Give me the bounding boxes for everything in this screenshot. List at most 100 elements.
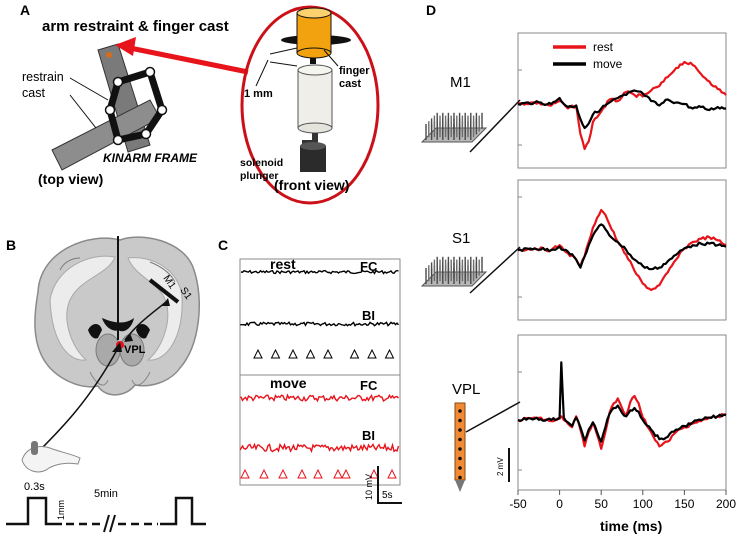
solenoid-plunger-drawing (300, 133, 326, 172)
region-label-vpl: VPL (452, 381, 480, 398)
region-label-m1: M1 (450, 74, 471, 91)
x-tick-label: -50 (509, 497, 527, 511)
trace-vpl-rest (517, 394, 727, 450)
vpl-connector (465, 401, 521, 433)
stimulus-marker (349, 348, 360, 359)
red-arrow-head (115, 37, 136, 56)
trace-vpl-move (517, 361, 727, 443)
x-tick-label: 200 (716, 497, 736, 511)
stimulus-marker (367, 348, 377, 359)
linear-probe-vpl (454, 402, 466, 492)
solenoid-label: solenoid (240, 157, 283, 169)
stimulus-marker (313, 468, 323, 479)
kinarm-label: KINARM FRAME (103, 151, 198, 165)
rest-bi-trace (240, 321, 400, 327)
stimulus-marker (253, 348, 263, 359)
move-fc-trace (240, 393, 400, 403)
rest-stimulus-markers (253, 348, 395, 359)
cast-pointer (69, 94, 97, 129)
trace-m1-rest (517, 60, 727, 151)
afferent-arrow (39, 347, 119, 451)
stimulus-marker (305, 348, 316, 359)
x-tick-label: 50 (595, 497, 609, 511)
finger-cast-drawing (281, 7, 351, 64)
stimulus-marker (288, 348, 298, 359)
panel-d-xlabel: time (ms) (600, 518, 662, 534)
trace-m1-move (517, 89, 727, 130)
x-tick-label: 150 (674, 497, 694, 511)
mm-pointer-bottom (269, 61, 298, 67)
move-trace-box (239, 374, 401, 486)
stimulus-marker (278, 468, 288, 479)
move-bi-label: BI (362, 428, 375, 443)
restrain-label: restrain (22, 70, 64, 84)
stimulus-marker (387, 468, 397, 479)
cortex-array-bar (148, 278, 180, 304)
x-tick-label: 100 (633, 497, 653, 511)
panel-c-letter: C (218, 237, 228, 253)
interval-label: 5min (94, 488, 118, 500)
scale-time-label: 5s (382, 490, 393, 501)
restrain-pointer (69, 77, 109, 101)
stimulus-marker (369, 468, 379, 479)
panel-d-traces (517, 60, 727, 450)
finger-cast-label: cast (339, 78, 361, 90)
hand-drawing (21, 441, 81, 473)
stimulus-marker (297, 468, 307, 479)
finger-label: finger (339, 65, 370, 77)
mm-label: 1 mm (244, 88, 273, 100)
scale-voltage-label: 10 mV (364, 474, 374, 500)
move-label: move (270, 375, 307, 391)
rest-bi-label: BI (362, 308, 375, 323)
vpl-label: VPL (124, 344, 146, 356)
thalamocortical-arrow-head (162, 298, 170, 306)
panel-d-y-ticks (518, 69, 522, 471)
vpl-plot-frame (517, 334, 727, 491)
rest-fc-trace (240, 269, 399, 275)
s1-connector (469, 246, 521, 294)
top-view-label: (top view) (38, 171, 103, 187)
afferent-arrow-head (112, 342, 122, 352)
stimulus-marker (384, 348, 395, 359)
move-stimulus-markers (240, 468, 397, 479)
plunger-label: plunger (240, 170, 279, 182)
pulse-duration-label: 0.3s (24, 481, 45, 493)
front-view-label: (front view) (274, 177, 349, 193)
red-arrow-shaft (129, 45, 249, 75)
kinarm-frame-drawing (51, 43, 168, 171)
legend-rest-label: rest (593, 40, 614, 54)
corticothalamic-arrow-head (124, 333, 133, 342)
rest-label: rest (270, 256, 296, 272)
stimulus-marker (323, 348, 333, 359)
cast-label: cast (22, 86, 45, 100)
front-view-oval (240, 5, 380, 205)
move-bi-trace (240, 442, 400, 454)
trace-s1-move (517, 223, 727, 271)
legend-move-label: move (593, 57, 623, 71)
mm-pointer-top (269, 47, 298, 55)
stimulus-marker (341, 468, 351, 479)
move-fc-label: FC (360, 378, 378, 393)
m1-connector (469, 99, 521, 153)
stimulus-marker (259, 468, 269, 479)
m1-plot-frame (517, 32, 727, 169)
utah-array-m1 (420, 112, 488, 143)
panel-a-title: arm restraint & finger cast (42, 18, 229, 35)
stimulus-marker (270, 348, 281, 359)
panel-b-letter: B (6, 237, 16, 253)
rest-fc-label: FC (360, 259, 378, 274)
finger-cast-pointer (323, 49, 339, 67)
panel-d-letter: D (426, 2, 436, 18)
panel-d-scale-label: 2 mV (496, 457, 505, 476)
stimulus-marker (333, 468, 343, 479)
stimulus-marker (240, 468, 250, 479)
mm-label-pointer (255, 59, 269, 87)
panel-a-letter: A (20, 2, 30, 18)
x-tick-label: 0 (556, 497, 563, 511)
pulse-amplitude-label: 1mm (56, 500, 66, 520)
region-label-s1: S1 (452, 230, 470, 247)
stimulus-waveform (6, 496, 206, 533)
cylinder-drawing (297, 64, 333, 134)
